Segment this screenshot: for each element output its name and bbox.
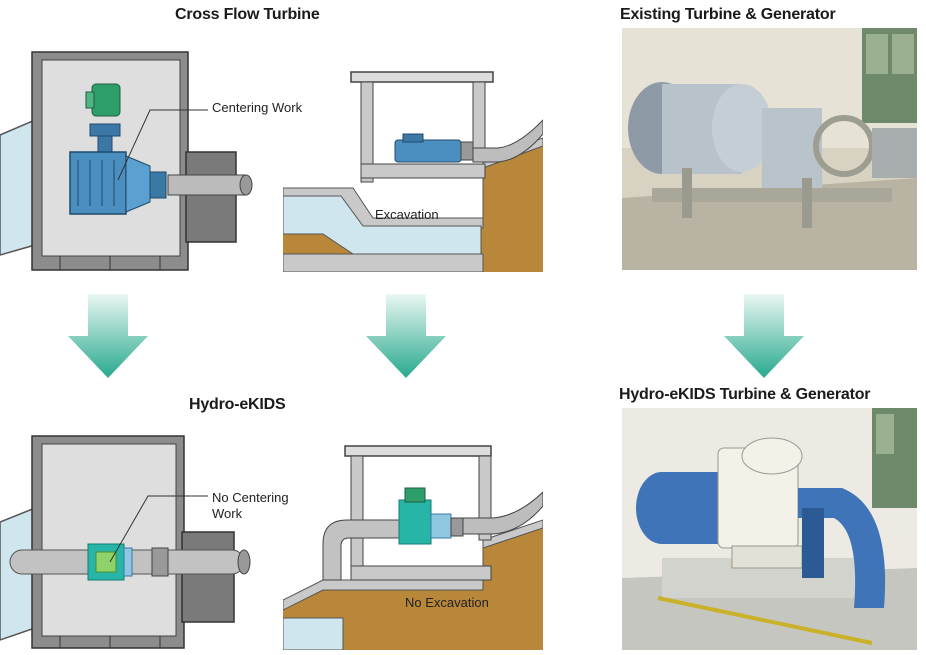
hydro-ekids-top-view-diagram (0, 432, 260, 650)
hydro-ekids-turbine-generator-photo (622, 408, 917, 650)
label-excavation: Excavation (375, 207, 439, 222)
cross-flow-top-view-diagram (0, 40, 260, 272)
hydro-ekids-section-diagram (283, 440, 543, 650)
down-arrow-middle (366, 294, 446, 378)
label-no-centering-work-line2: Work (212, 506, 243, 521)
title-existing-turbine-generator: Existing Turbine & Generator (620, 6, 836, 23)
title-hydro-ekids: Hydro-eKIDS (189, 396, 286, 413)
existing-turbine-photo (622, 28, 917, 270)
label-no-excavation: No Excavation (405, 595, 489, 610)
down-arrow-left (68, 294, 148, 378)
label-no-centering-work-line1: No Centering (212, 490, 289, 505)
cross-flow-section-diagram (283, 68, 543, 272)
label-centering-work: Centering Work (212, 100, 303, 115)
title-hydro-ekids-turbine-generator: Hydro-eKIDS Turbine & Generator (619, 386, 871, 403)
down-arrow-right (724, 294, 804, 378)
title-cross-flow-turbine: Cross Flow Turbine (175, 6, 320, 23)
